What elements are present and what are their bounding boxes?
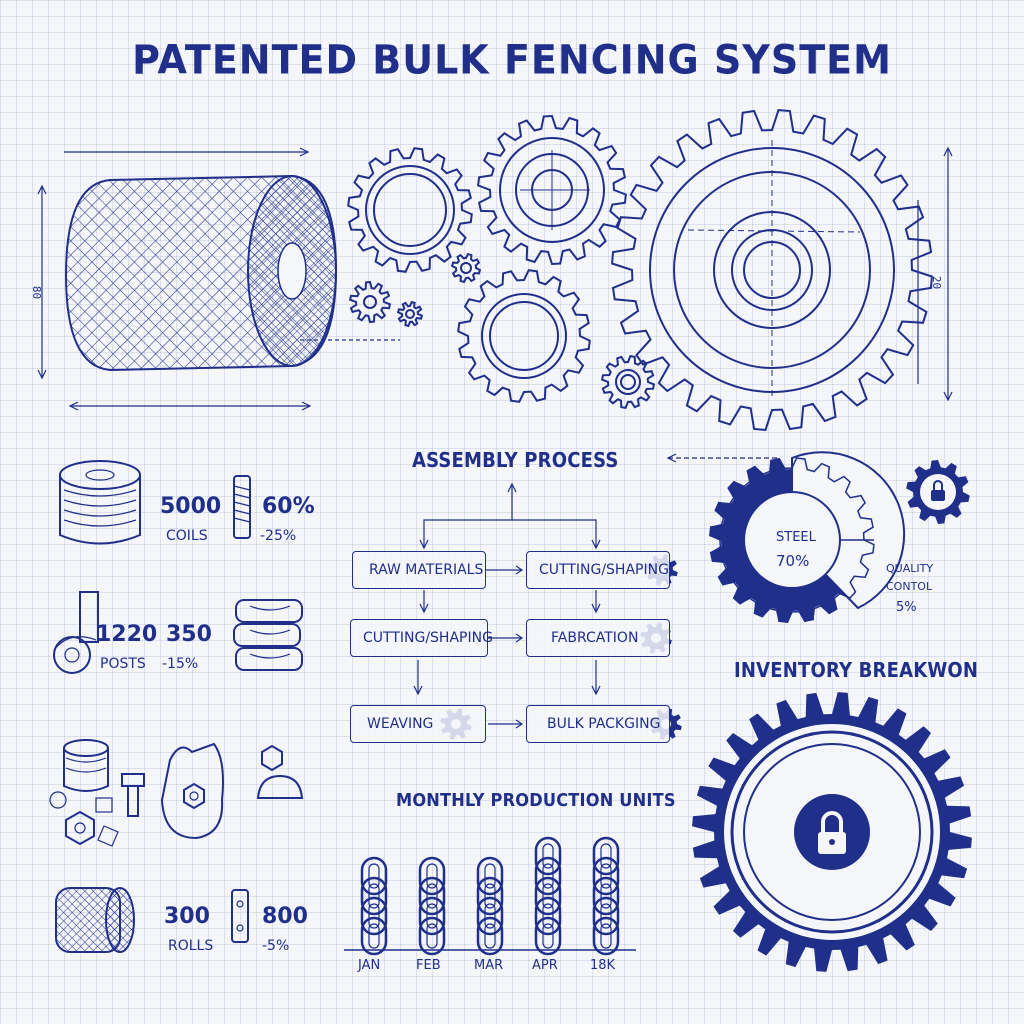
- gauge-quality-label-line1: QUALITY: [886, 562, 934, 575]
- stat-coils-value: 5000: [160, 494, 222, 519]
- step-raw-materials: RAW MATERIALS: [352, 551, 486, 589]
- spool-icon: [59, 460, 141, 545]
- stat-350-change: -15%: [162, 656, 199, 672]
- stat-coils-label: COILS: [166, 528, 208, 544]
- post-bracket-icon: [53, 591, 99, 674]
- flow-arrows: [413, 453, 780, 729]
- hardware-icons: [49, 739, 304, 847]
- stat-posts-value: 1220: [96, 622, 158, 647]
- chart-tick-label: APR: [532, 958, 558, 973]
- step-bulk-packaging: BULK PACKGING: [526, 705, 670, 743]
- step-label: BULK PACKGING: [547, 716, 661, 732]
- stat-percent-value: 60%: [262, 494, 315, 519]
- dimension-label-right: 20: [930, 275, 944, 290]
- inventory-gear: [692, 692, 972, 972]
- step-cutting-shaping-top: CUTTING/SHAPING: [526, 551, 670, 589]
- chart-bar-feb: [418, 856, 446, 956]
- dimension-label-left: 80: [30, 285, 44, 300]
- chart-bar-18k: [592, 836, 620, 956]
- stat-800-value: 800: [262, 904, 308, 929]
- gear-icon-small-1: [348, 280, 392, 324]
- gear-icon-small-3: [450, 252, 482, 284]
- mesh-roll-icon: [55, 887, 135, 953]
- step-cutting-shaping: CUTTING/SHAPING: [350, 619, 493, 657]
- bolt-icon: [233, 475, 251, 539]
- stat-percent-change: -25%: [260, 528, 297, 544]
- stat-rolls-value: 300: [164, 904, 210, 929]
- stacked-rolls-icon: [233, 599, 303, 671]
- step-label: FABRCATION: [551, 630, 639, 646]
- stat-800-change: -5%: [262, 938, 290, 954]
- stat-posts-label: POSTS: [100, 656, 146, 672]
- fence-coil-illustration: [37, 147, 400, 411]
- inventory-heading: INVENTORY BREAKWON: [734, 658, 979, 682]
- gear-icon-small-2: [396, 300, 424, 328]
- chart-marks: [360, 836, 620, 956]
- step-label: RAW MATERIALS: [369, 562, 484, 578]
- stat-rolls-label: ROLLS: [168, 938, 214, 954]
- step-label: WEAVING: [367, 716, 434, 732]
- gauge-steel-label: STEEL: [776, 530, 816, 545]
- step-label: CUTTING/SHAPING: [363, 630, 493, 646]
- chart-bar-jan: [360, 856, 388, 956]
- chart-tick-label: JAN: [358, 958, 381, 973]
- gauge-steel-value: 70%: [776, 552, 810, 570]
- page-title: PATENTED BULK FENCING SYSTEM: [132, 36, 892, 84]
- chart-tick-label: 18K: [590, 958, 616, 973]
- gear-cluster: [347, 109, 933, 431]
- bracket-icon: [231, 889, 249, 943]
- step-weaving: WEAVING: [350, 705, 486, 743]
- chart-tick-label: FEB: [416, 958, 441, 973]
- lock-gear-icon-small: [906, 460, 970, 524]
- gauge-quality-value: 5%: [896, 600, 917, 615]
- chart-bar-mar: [476, 856, 504, 956]
- assembly-heading: ASSEMBLY PROCESS: [412, 448, 619, 472]
- steel-gauge: [709, 451, 906, 623]
- gear-icon-1: [347, 147, 473, 273]
- stat-350-value: 350: [166, 622, 212, 647]
- step-label: CUTTING/SHAPING: [539, 562, 669, 578]
- chart-title: MONTHLY PRODUCTION UNITS: [396, 790, 676, 811]
- gear-icon-small-4: [600, 354, 656, 410]
- chart-tick-label: MAR: [474, 958, 504, 973]
- chart-bar-apr: [534, 836, 562, 956]
- gauge-quality-label-line2: CONTOL: [886, 580, 933, 593]
- gear-icon-3: [457, 269, 591, 403]
- step-fabrication: FABRCATION: [526, 619, 670, 657]
